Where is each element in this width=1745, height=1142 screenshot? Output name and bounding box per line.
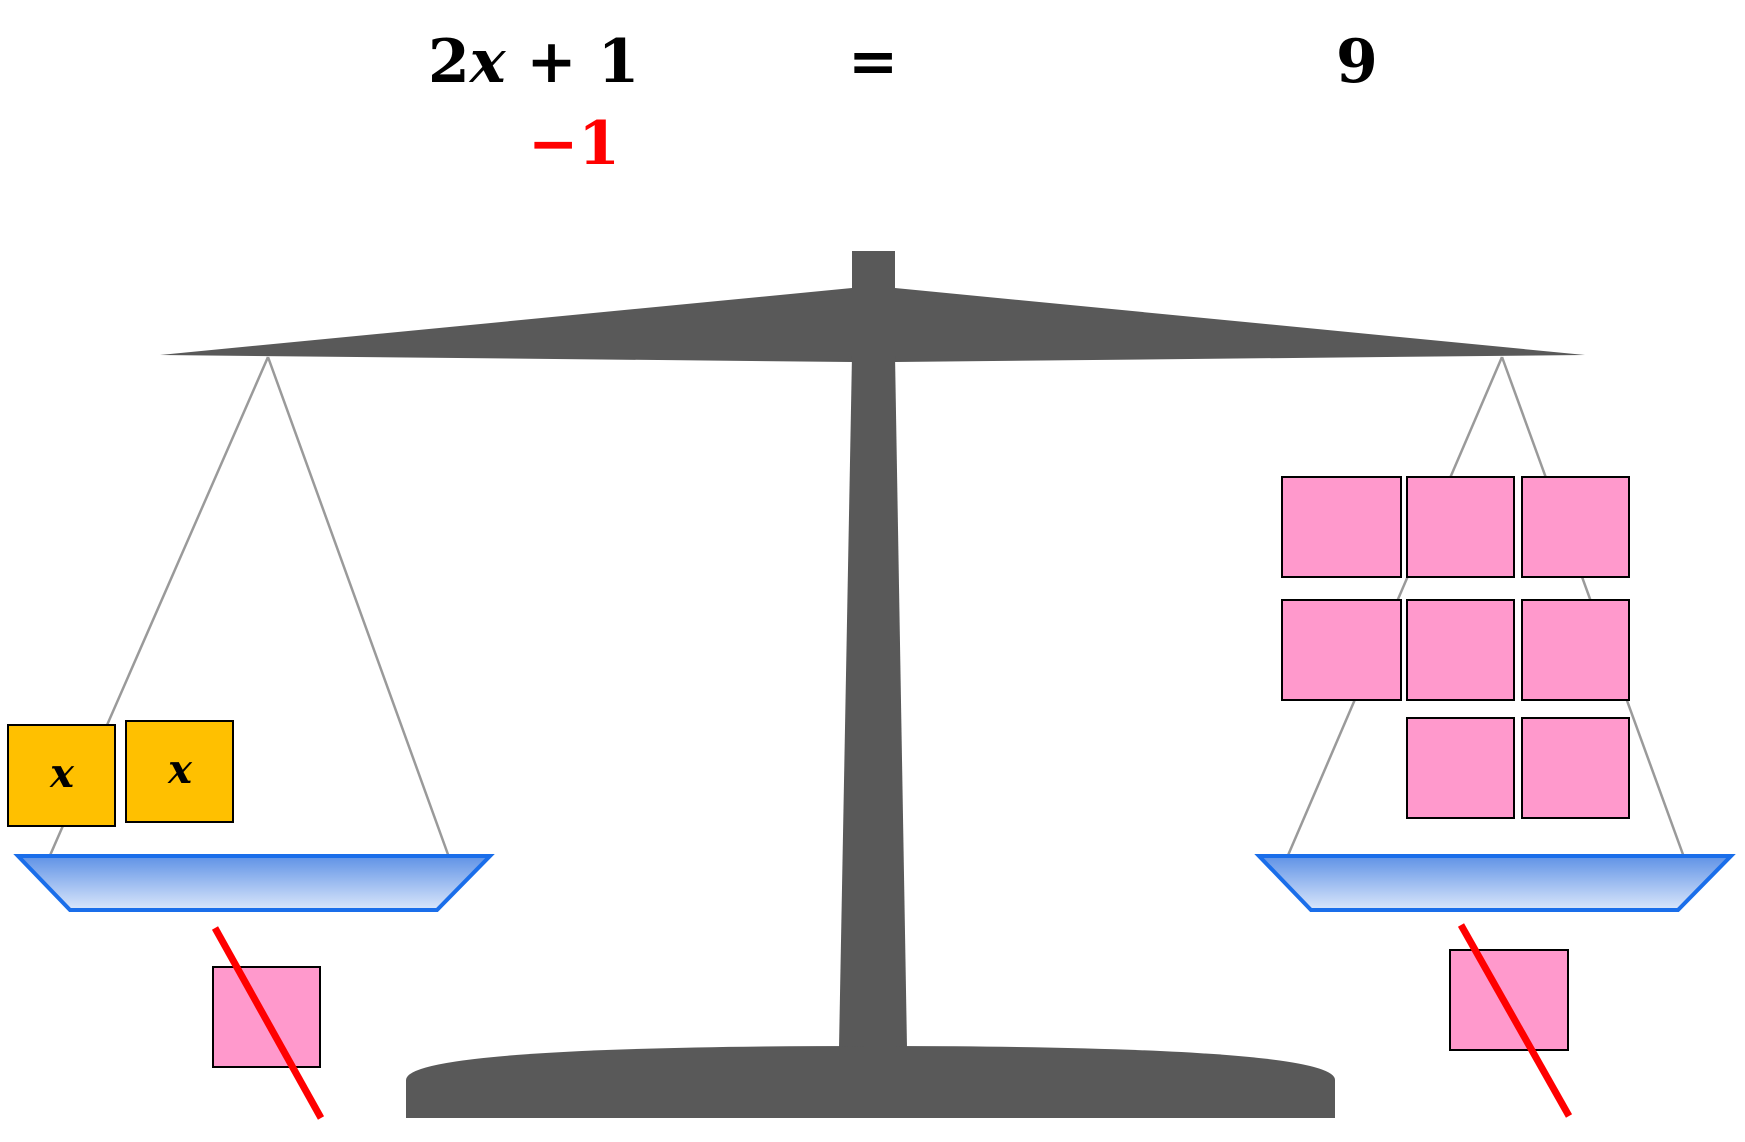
removed-unit-right xyxy=(1449,923,1573,1118)
right-pan xyxy=(1254,854,1736,912)
scale-base xyxy=(406,1046,1335,1118)
scale-top-knob xyxy=(852,251,895,291)
x-tile: x xyxy=(7,724,116,827)
left-pan xyxy=(13,854,495,912)
scale-stand xyxy=(160,251,1585,1118)
x-tile-label: x xyxy=(49,750,75,797)
unit-tile xyxy=(1406,476,1515,578)
strike-line xyxy=(211,926,325,1120)
unit-tile xyxy=(1281,476,1402,578)
unit-tile xyxy=(1521,717,1630,819)
scale-pillar xyxy=(839,355,907,1048)
unit-tile xyxy=(1406,717,1515,819)
equation-left-side: 2x + 1 xyxy=(428,32,639,92)
lhs-coefficient: 2 xyxy=(428,27,470,97)
unit-tile xyxy=(1281,599,1402,701)
unit-tiles-right xyxy=(1281,476,1630,819)
equals-sign: = xyxy=(848,27,899,97)
operation-subtract-one: −1 xyxy=(528,109,621,179)
equation-right-side: 9 xyxy=(1336,27,1378,97)
removed-unit-left xyxy=(211,926,325,1120)
scale-beam xyxy=(160,288,1585,362)
unit-tile xyxy=(1406,599,1515,701)
unit-tile xyxy=(1521,599,1630,701)
lhs-variable: x xyxy=(469,27,506,97)
x-tiles: x x xyxy=(7,720,234,827)
unit-tile xyxy=(1521,476,1630,578)
x-tile-label: x xyxy=(167,746,193,793)
x-tile: x xyxy=(125,720,234,823)
lhs-constant: + 1 xyxy=(505,27,640,97)
strike-line xyxy=(1457,923,1573,1118)
